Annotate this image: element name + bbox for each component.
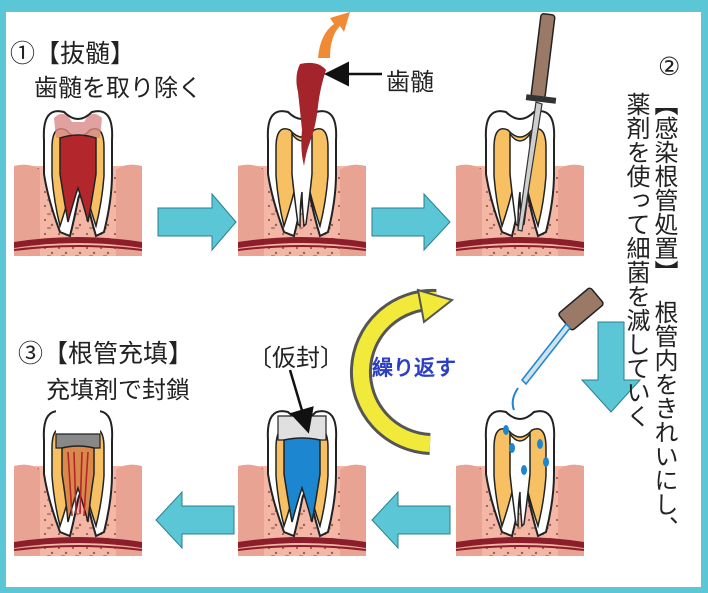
step3-heading: ③【根管充填】 [18,334,193,370]
step2-title: 【感染根管処置】 [650,92,678,284]
step1-heading: ①【抜髄】 [10,34,135,70]
step2-description-1: 根管内をきれいにし、 [650,300,678,540]
repeat-label: 繰り返す [372,352,456,382]
pulp-label: 歯髄 [386,62,434,97]
flow-arrow-irrigation-temp [372,492,450,548]
flow-arrow-temp-filled [156,492,234,548]
tooth-panel-filled [14,410,142,556]
step3-number: ③ [18,339,43,368]
removal-arrow [318,12,350,58]
step1-title: 【抜髄】 [35,39,135,68]
step1-number: ① [10,39,35,68]
tooth-panel-3 [456,111,584,256]
temp-seal-label: 〔仮封〕 [248,338,344,373]
tooth-panel-temp-seal [238,411,366,556]
step2-number: ② [658,52,680,81]
step2-description-2: 薬剤を使って細菌を滅していく [622,92,650,428]
flow-arrow-1-2 [158,194,236,250]
step1-description: 歯髄を取り除く [34,68,202,103]
tooth-panel-irrigation [456,411,584,556]
step3-title: 【根管充填】 [43,339,193,368]
step3-description: 充填剤で封鎖 [46,370,190,405]
flow-arrow-2-3 [372,194,450,250]
tooth-panel-1 [14,111,142,256]
